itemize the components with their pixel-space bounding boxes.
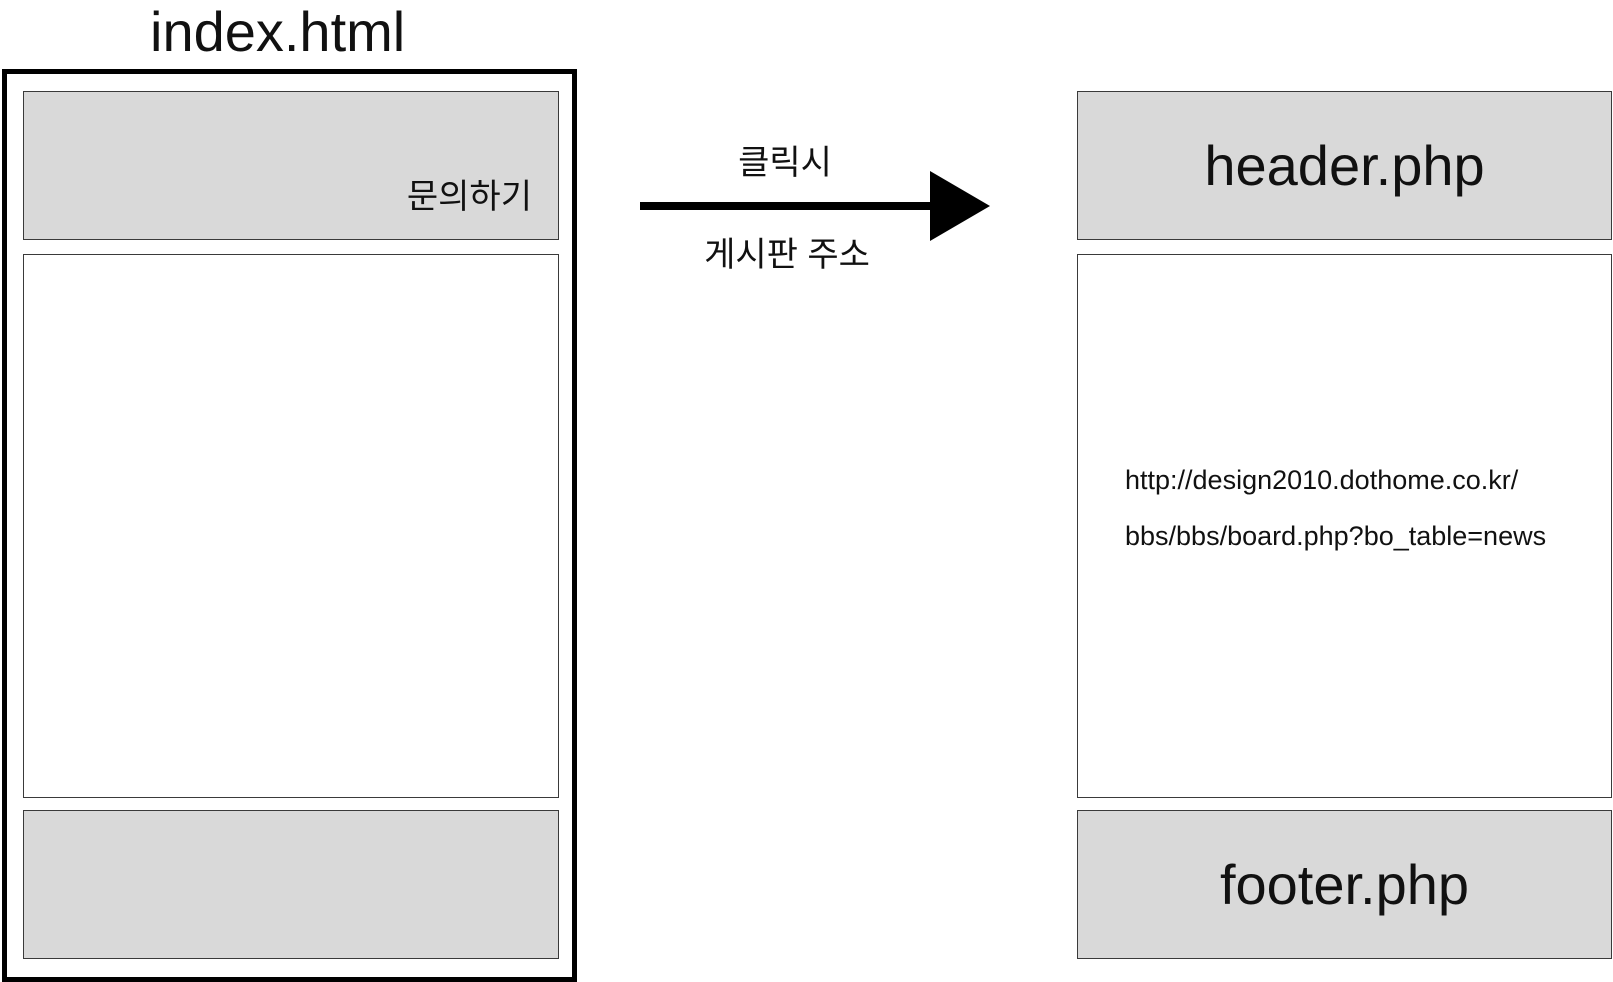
header-php-block: header.php xyxy=(1077,91,1612,240)
index-header-block: 문의하기 xyxy=(23,91,559,240)
index-content-block xyxy=(23,254,559,798)
board-content-block: http://design2010.dothome.co.kr/ bbs/bbs… xyxy=(1077,254,1612,798)
index-html-title: index.html xyxy=(150,0,406,63)
arrow-bottom-label: 게시판 주소 xyxy=(704,236,870,274)
board-url-line-2: bbs/bbs/board.php?bo_table=news xyxy=(1125,521,1547,551)
arrow-head xyxy=(930,171,990,241)
arrow-top-label: 클릭시 xyxy=(738,144,832,182)
index-footer-block xyxy=(23,810,559,959)
right-arrow-icon xyxy=(640,171,990,241)
board-url-line-1: http://design2010.dothome.co.kr/ xyxy=(1125,465,1519,495)
inquiry-link[interactable]: 문의하기 xyxy=(406,178,532,216)
footer-php-block: footer.php xyxy=(1077,810,1612,959)
footer-php-label: footer.php xyxy=(1219,853,1470,916)
header-php-label: header.php xyxy=(1204,134,1485,197)
